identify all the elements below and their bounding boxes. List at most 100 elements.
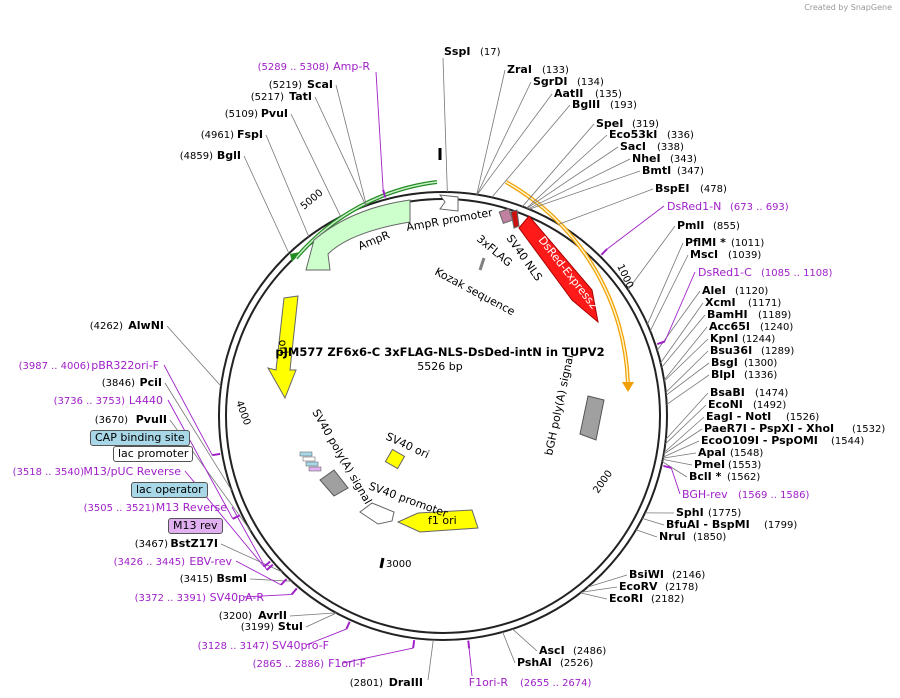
primer-pos: (3372 .. 3391) xyxy=(135,593,207,604)
primer-leader-line xyxy=(375,71,384,190)
enzyme-leader-line xyxy=(314,96,367,206)
enzyme-name: DraIII xyxy=(389,676,423,689)
primer-pos: (5289 .. 5308) xyxy=(258,62,330,73)
primer-name: F1ori-F xyxy=(328,657,366,670)
enzyme-leader-line xyxy=(166,325,222,387)
enzyme-name: EcoRI xyxy=(609,592,643,605)
enzyme-name: PvuII xyxy=(136,413,167,426)
enzyme-leader-line xyxy=(335,84,367,206)
enzyme-pos: (319) xyxy=(632,119,659,130)
primer-leader-line xyxy=(606,205,665,250)
primer-pos: (3987 .. 4006) xyxy=(19,361,91,372)
primer-pos: (3736 .. 3753) xyxy=(54,396,126,407)
enzyme-name: SpeI xyxy=(596,117,623,130)
enzyme-name: SgrDI xyxy=(533,75,567,88)
enzyme-pos: (1011) xyxy=(731,238,764,249)
enzyme-pos: (1336) xyxy=(744,370,777,381)
enzyme-name: MscI xyxy=(690,248,718,261)
enzyme-leader-line xyxy=(664,404,707,445)
enzyme-leader-line xyxy=(528,170,641,210)
primer-name: Amp-R xyxy=(333,60,370,73)
enzyme-name: NruI xyxy=(659,530,686,543)
feature-flag-box xyxy=(498,208,514,224)
enzyme-leader-line xyxy=(558,188,654,225)
primer-pos: (2655 .. 2674) xyxy=(520,678,592,689)
enzyme-name: NheI xyxy=(632,152,661,165)
enzyme-name: AlwNI xyxy=(128,319,164,332)
enzyme-labels: SspI(17) ZraI(133) SgrDI(134) AatII(135)… xyxy=(444,45,885,669)
enzyme-name: ZraI xyxy=(507,63,532,76)
enzyme-pos: (135) xyxy=(595,89,622,100)
enzyme-leader-line xyxy=(662,452,697,459)
label-dsred: DsRed-Express2 xyxy=(536,234,601,312)
enzyme-name: StuI xyxy=(278,620,303,633)
lac-feature-cluster xyxy=(299,451,322,472)
enzyme-name: SacI xyxy=(620,140,646,153)
enzyme-name: TatI xyxy=(289,90,312,103)
enzyme-leader-line xyxy=(663,428,703,455)
enzyme-pos: (1189) xyxy=(758,310,791,321)
primer-name: SV40pA-R xyxy=(210,591,265,604)
enzyme-leader-line xyxy=(649,254,689,332)
green-orf-arrowhead xyxy=(290,252,300,262)
enzyme-pos: (336) xyxy=(667,130,694,141)
enzyme-name: SphI xyxy=(676,506,704,519)
plasmid-name: pJM577 ZF6x6-C 3xFLAG-NLS-DsDed-intN in … xyxy=(275,345,604,359)
enzyme-name: BamHI xyxy=(707,308,748,321)
primer-tick xyxy=(212,452,221,457)
enzyme-pos: (1548) xyxy=(730,448,763,459)
enzyme-pos: (1039) xyxy=(728,250,761,261)
enzyme-pos: (1492) xyxy=(753,400,786,411)
enzyme-pos: (855) xyxy=(713,221,740,232)
enzyme-leader-line xyxy=(580,592,608,600)
label-f1ori: f1 ori xyxy=(428,514,457,527)
enzyme-leader-line xyxy=(661,314,706,368)
enzyme-pos: (3467) xyxy=(135,539,168,550)
enzyme-pos: (5217) xyxy=(251,92,284,103)
primer-name: pBR322ori-F xyxy=(91,359,159,372)
enzyme-pos: (1171) xyxy=(748,298,781,309)
primer-pos: (2865 .. 2886) xyxy=(253,659,325,670)
enzyme-pos: (1799) xyxy=(764,520,797,531)
enzyme-pos: (3199) xyxy=(241,622,274,633)
enzyme-pos: (1120) xyxy=(735,286,768,297)
enzyme-leader-line xyxy=(666,374,710,405)
enzyme-name: EcoRV xyxy=(619,580,658,593)
enzyme-name: AleI xyxy=(702,284,726,297)
enzyme-name: BlpI xyxy=(711,368,735,381)
enzyme-leader-line xyxy=(660,302,704,364)
primer-leader-line xyxy=(235,560,282,586)
primer-name: BGH-rev xyxy=(682,488,728,501)
enzyme-pos: (4961) xyxy=(201,130,234,141)
enzyme-leader-line xyxy=(427,639,434,681)
primer-tick xyxy=(232,514,241,520)
enzyme-labels-left: DraIII(2801) StuI(3199) AvrII(3200) BsmI… xyxy=(90,78,423,689)
box-lac-operator-label: lac operator xyxy=(136,483,203,496)
feature-nls-box xyxy=(510,209,520,229)
enzyme-pos: (133) xyxy=(542,65,569,76)
enzyme-pos: (193) xyxy=(610,100,637,111)
primer-leader-line xyxy=(167,399,234,520)
enzyme-pos: (3415) xyxy=(180,574,213,585)
enzyme-leader-line xyxy=(290,113,342,217)
box-m13-rev: M13 rev xyxy=(168,518,223,534)
enzyme-leader-line xyxy=(476,69,506,195)
enzyme-pos: (3200) xyxy=(219,611,252,622)
box-lac-operator: lac operator xyxy=(131,482,208,498)
feature-sv40promoter-arrow xyxy=(359,502,395,525)
credit: Created by SnapGene xyxy=(804,3,892,12)
enzyme-pos: (1289) xyxy=(761,346,794,357)
enzyme-leader-line xyxy=(663,338,709,382)
enzyme-leader-line xyxy=(305,612,337,628)
enzyme-leader-line xyxy=(665,362,710,396)
enzyme-name: BclI * xyxy=(689,470,722,483)
enzyme-pos: (2486) xyxy=(573,646,606,657)
enzyme-pos: (1474) xyxy=(755,388,788,399)
tick-2000: 2000 xyxy=(591,469,615,496)
enzyme-leader-line xyxy=(581,586,618,593)
feature-bghpolya-box xyxy=(579,395,605,441)
enzyme-name: PflMI * xyxy=(685,236,726,249)
enzyme-pos: (4262) xyxy=(90,321,123,332)
feature-ampr-arrow xyxy=(305,199,411,271)
primer-ticks xyxy=(163,71,696,677)
